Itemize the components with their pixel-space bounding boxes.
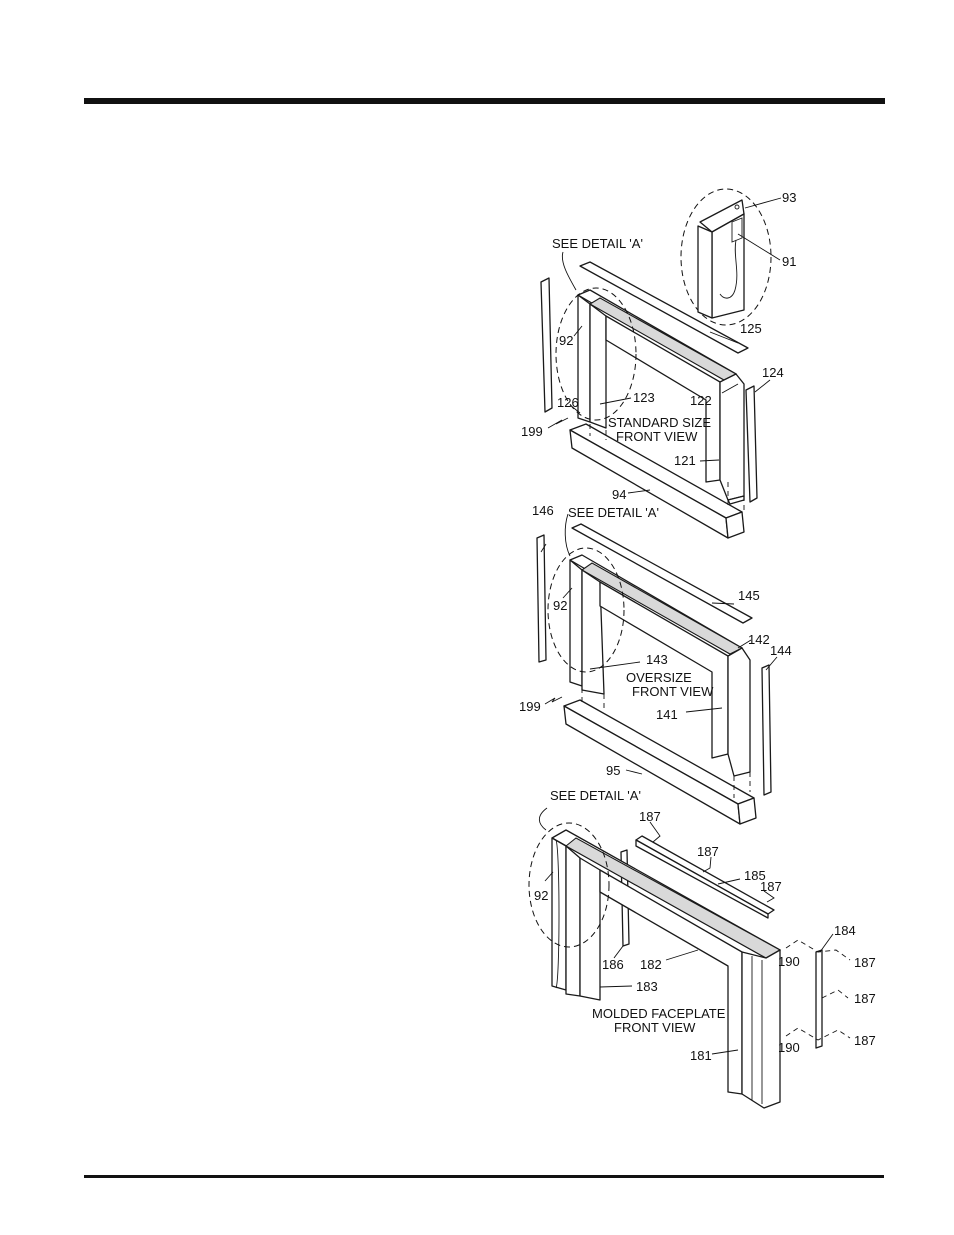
label-123: 123 bbox=[633, 390, 655, 405]
label-92: 92 bbox=[534, 888, 548, 903]
label-183: 183 bbox=[636, 979, 658, 994]
label-187: 187 bbox=[639, 809, 661, 824]
label-143: 143 bbox=[646, 652, 668, 667]
caption-oversize: OVERSIZE bbox=[626, 670, 692, 685]
label-184: 184 bbox=[834, 923, 856, 938]
label-94: 94 bbox=[612, 487, 626, 502]
label-190: 190 bbox=[778, 954, 800, 969]
caption-see-detail-a: SEE DETAIL 'A' bbox=[550, 788, 641, 803]
caption-front-view: FRONT VIEW bbox=[614, 1020, 696, 1035]
label-187: 187 bbox=[697, 844, 719, 859]
label-92: 92 bbox=[553, 598, 567, 613]
caption-molded-faceplate: MOLDED FACEPLATE bbox=[592, 1006, 726, 1021]
label-186: 186 bbox=[602, 957, 624, 972]
caption-front-view: FRONT VIEW bbox=[632, 684, 714, 699]
label-190: 190 bbox=[778, 1040, 800, 1055]
detail-a-view bbox=[681, 189, 771, 325]
label-95: 95 bbox=[606, 763, 620, 778]
caption-standard-size: STANDARD SIZE bbox=[608, 415, 711, 430]
label-141: 141 bbox=[656, 707, 678, 722]
molded-faceplate bbox=[552, 830, 822, 1108]
label-121: 121 bbox=[674, 453, 696, 468]
bottom-rule bbox=[84, 1175, 884, 1178]
top-rule bbox=[84, 98, 885, 104]
label-142: 142 bbox=[748, 632, 770, 647]
label-187: 187 bbox=[854, 991, 876, 1006]
label-93: 93 bbox=[782, 190, 796, 205]
label-124: 124 bbox=[762, 365, 784, 380]
label-187: 187 bbox=[854, 955, 876, 970]
label-122: 122 bbox=[690, 393, 712, 408]
caption-front-view: FRONT VIEW bbox=[616, 429, 698, 444]
label-199: 199 bbox=[521, 424, 543, 439]
label-187: 187 bbox=[760, 879, 782, 894]
label-181: 181 bbox=[690, 1048, 712, 1063]
label-182: 182 bbox=[640, 957, 662, 972]
label-146: 146 bbox=[532, 503, 554, 518]
label-91: 91 bbox=[782, 254, 796, 269]
label-126: 126 bbox=[557, 395, 579, 410]
label-92: 92 bbox=[559, 333, 573, 348]
label-145: 145 bbox=[738, 588, 760, 603]
caption-see-detail-a: SEE DETAIL 'A' bbox=[552, 236, 643, 251]
label-125: 125 bbox=[740, 321, 762, 336]
label-144: 144 bbox=[770, 643, 792, 658]
label-199: 199 bbox=[519, 699, 541, 714]
caption-see-detail-a: SEE DETAIL 'A' bbox=[568, 505, 659, 520]
label-187: 187 bbox=[854, 1033, 876, 1048]
